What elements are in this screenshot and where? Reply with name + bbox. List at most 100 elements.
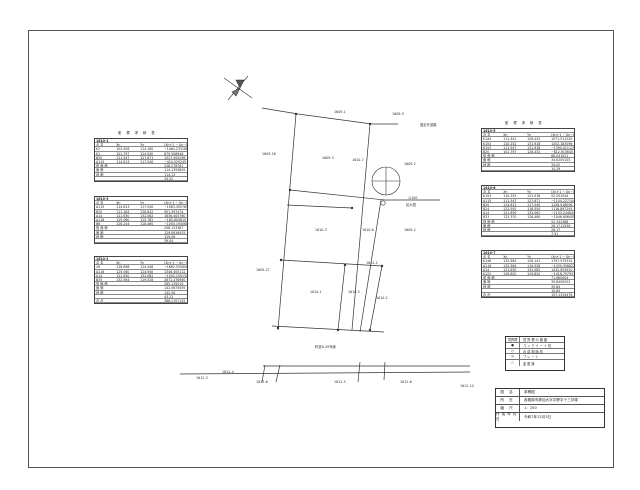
lot-label: 1612-6 [400, 380, 412, 384]
table-cell: A14 [96, 273, 103, 277]
table-cell: 131.918 [527, 145, 541, 149]
table-cell: 121.630 [116, 213, 130, 217]
table-cell: 126.460 [527, 215, 541, 219]
table-cell: A14 [483, 211, 490, 215]
table-cell: −1104.227104 [551, 198, 574, 202]
table-cell [139, 231, 163, 234]
table-cell: A115 [96, 205, 105, 209]
table-cell: −1103.244844 [551, 211, 574, 215]
table-cell: B20 [483, 202, 490, 206]
table-cell [502, 280, 526, 283]
table-cell [502, 224, 526, 227]
table-cell [95, 295, 115, 298]
table-cell: Xn [116, 261, 121, 265]
road-label: 町道8-45号線 [315, 345, 336, 349]
table-cell: 面 積 [483, 158, 491, 162]
table-cell: 倍 面 積 [96, 282, 108, 286]
table-cell: Yn [527, 255, 532, 259]
table-cell [139, 177, 163, 180]
table-cell: 132.564 [116, 277, 130, 282]
table-cell [115, 286, 139, 289]
table-cell: 119.528 [527, 263, 541, 267]
table-total-row: 34.52 [95, 177, 187, 181]
table-cell: 面 積 [96, 286, 104, 290]
table-cell: B20 [483, 149, 490, 154]
lot-label: 1609-26 [262, 152, 276, 156]
table-cell: 71.680004 [551, 276, 569, 280]
table-cell: 126.244 [116, 222, 130, 226]
table-cell: −1662.535806 [164, 265, 187, 269]
table-cell: 39.04 [164, 238, 174, 243]
table-cell [526, 280, 550, 283]
table-cell [482, 289, 502, 292]
title-block-label: 図 名 [496, 389, 520, 396]
table-cell: −424.025245 [164, 159, 187, 164]
table-cell: 地 積 [483, 284, 491, 288]
table-cell [526, 293, 550, 296]
lot-label: 1612-2 [366, 261, 378, 265]
lot-label: 1612-4 [222, 370, 234, 374]
table-cell [139, 226, 163, 229]
table-cell: Yn [140, 201, 145, 205]
title-block-value: 1：250 [524, 406, 537, 410]
table-cell: Yn [140, 261, 145, 265]
table-cell: 679.308946 [164, 151, 184, 155]
legend-header-label: 境界標の種類 [523, 337, 549, 342]
table-cell: 地 積 [483, 162, 491, 166]
table-cell [526, 154, 550, 157]
table-cell: 面 積 [96, 230, 104, 234]
lot-label: 1609-2 [404, 228, 416, 232]
table-cell: A115 [483, 198, 492, 202]
table-cell: 117.540 [140, 205, 154, 209]
table-cell: 386.2707155 [164, 298, 186, 303]
lot-boundaries [179, 107, 471, 383]
table-cell [115, 295, 139, 298]
table-cell [139, 291, 163, 294]
table-cell: 228.278761 [164, 164, 184, 168]
lot-label: 1610-5 [348, 290, 360, 294]
table-cell [526, 285, 550, 288]
title-block-row: 作成年月日令和7年12月3日 [496, 412, 604, 421]
table-cell [502, 276, 526, 279]
table-cell: 点 名 [96, 143, 104, 147]
inset-detail [371, 166, 401, 206]
table-cell: B24 [483, 206, 490, 211]
table-cell: 1432.953920 [551, 267, 573, 271]
sheet-border [28, 30, 614, 468]
table-cell: −812.915640 [551, 149, 574, 154]
table-cell: 点 名 [483, 255, 491, 259]
table-cell: 129.820 [527, 271, 541, 276]
lot-label: 1610-3 [315, 228, 327, 232]
table-cell: 124.540 [140, 151, 154, 155]
table-cell: Xn [503, 133, 508, 137]
table-cell: 地 積 [96, 234, 104, 238]
inset-caption: 拡大図 [406, 203, 416, 207]
table-cell [502, 220, 526, 223]
table-cell: 34.52 [164, 176, 174, 180]
lot-label: 1610-2 [376, 296, 388, 300]
table-cell: 面 積 [96, 168, 104, 172]
table-cell: (Xn+1 − Xn−1)·Yn [551, 190, 574, 194]
table-cell [139, 282, 163, 285]
table-cell: 132.062 [527, 211, 541, 215]
table-cell: 124.448 [140, 265, 154, 269]
table-cell: (Xn+1 − Xn−1)·Yn [551, 133, 574, 137]
legend-header-symbol: 境界標 [506, 337, 520, 342]
table-cell: 125.782 [140, 217, 154, 222]
table-cell: 114.1393805 [164, 168, 186, 172]
table-cell: A14 [96, 213, 103, 217]
table-cell: 121.630 [503, 211, 517, 215]
